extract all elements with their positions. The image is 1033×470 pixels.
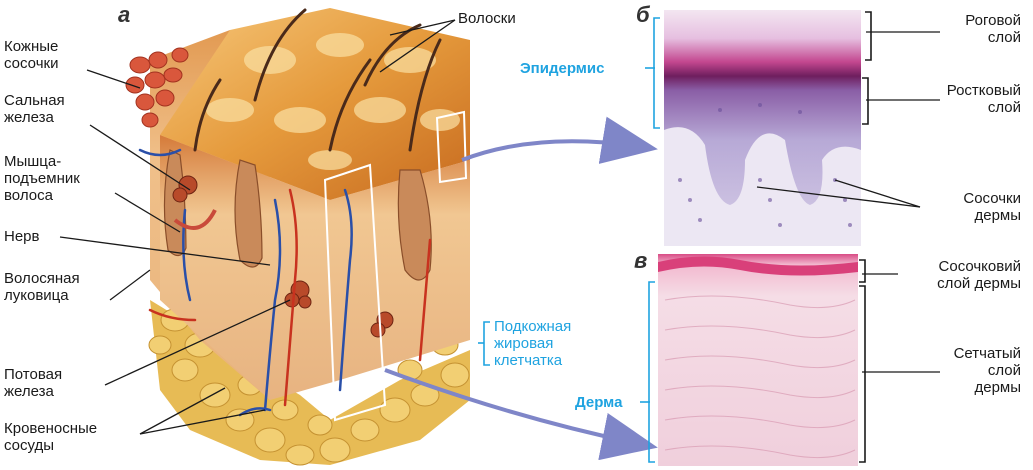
label-podkozhnaya: Подкожная жировая клетчатка: [494, 318, 571, 369]
label-derma: Дерма: [575, 394, 622, 411]
label-potovaya-zheleza: Потовая железа: [4, 366, 62, 400]
label-myshca: Мышца- подъемник волоса: [4, 153, 80, 204]
label-kozhnye-sosochki: Кожные сосочки: [4, 38, 58, 72]
panel-letter-a: а: [118, 2, 130, 28]
label-sosochkovy-sloy: Сосочковий слой дермы: [937, 258, 1021, 292]
label-krovenosnye-sosudy: Кровеносные сосуды: [4, 420, 97, 454]
label-salnaya-zheleza: Сальная железа: [4, 92, 65, 126]
label-setchaty-sloy: Сетчатый слой дермы: [954, 345, 1021, 396]
label-epidermis: Эпидермис: [520, 60, 604, 77]
label-nerv: Нерв: [4, 228, 40, 245]
label-volosyanaya-lukovica: Волосяная луковица: [4, 270, 80, 304]
micrograph-b: [664, 10, 861, 246]
label-rogovoy-sloy: Роговой слой: [965, 12, 1021, 46]
label-voloski: Волоски: [458, 10, 516, 27]
arrow-to-b: [462, 141, 650, 160]
panel-letter-b: б: [636, 2, 650, 28]
label-sosochki-dermy: Сосочки дермы: [963, 190, 1021, 224]
panel-letter-v: в: [634, 248, 647, 274]
label-rostkovy-sloy: Ростковый слой: [947, 82, 1021, 116]
micrograph-v: [658, 254, 858, 466]
